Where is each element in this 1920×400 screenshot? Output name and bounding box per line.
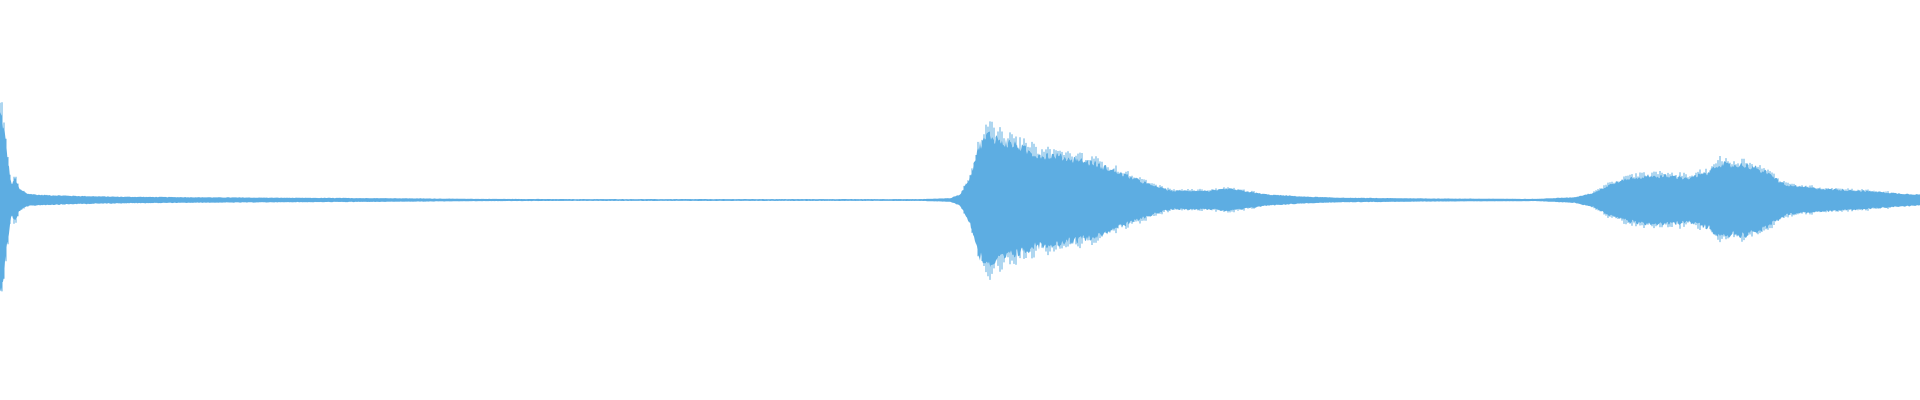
waveform-amplitude-shape <box>0 110 1920 292</box>
